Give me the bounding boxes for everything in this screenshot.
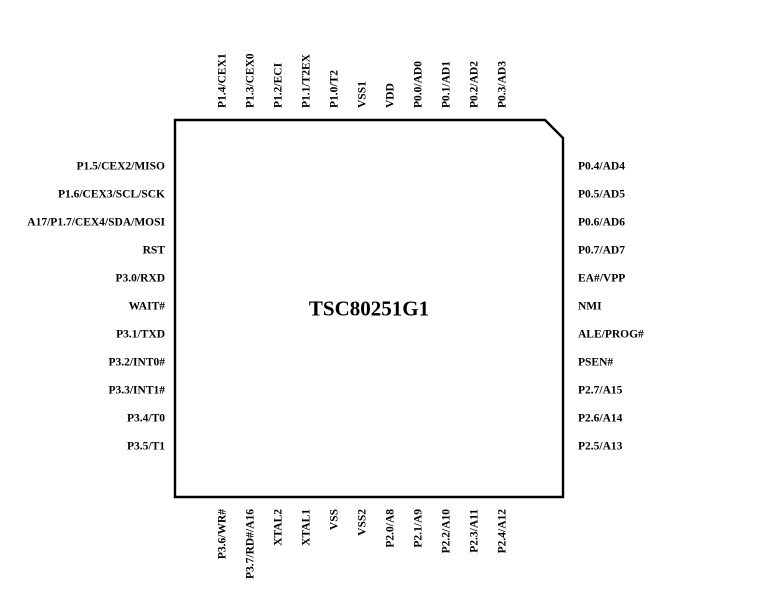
pin-label-bottom-9: P2.2/A10: [441, 509, 453, 554]
pin-label-right-6: NMI: [578, 301, 602, 313]
pin-label-left-10: P3.4/T0: [127, 413, 165, 425]
pin-label-right-8: PSEN#: [578, 357, 613, 369]
pin-label-bottom-1: P3.6/WR#: [217, 509, 229, 559]
pin-label-right-3: P0.6/AD6: [578, 217, 625, 229]
pin-label-right-11: P2.5/A13: [578, 441, 623, 453]
pin-label-bottom-3: XTAL2: [273, 509, 285, 546]
pin-label-bottom-5: VSS: [329, 509, 341, 530]
pin-label-top-5: P1.0/T2: [329, 70, 341, 108]
pin-label-right-5: EA#/VPP: [578, 273, 625, 285]
pin-label-top-1: P1.4/CEX1: [217, 53, 229, 108]
pin-label-right-4: P0.7/AD7: [578, 245, 625, 257]
pin-label-right-2: P0.5/AD5: [578, 189, 625, 201]
pin-label-top-7: VDD: [385, 83, 397, 108]
pin-label-left-5: P3.0/RXD: [115, 273, 165, 285]
pin-label-left-4: RST: [143, 245, 166, 257]
pin-label-top-10: P0.2/AD2: [469, 61, 481, 108]
pin-label-right-10: P2.6/A14: [578, 413, 623, 425]
pin-label-right-1: P0.4/AD4: [578, 161, 625, 173]
pin-label-right-7: ALE/PROG#: [578, 329, 644, 341]
pin-label-top-2: P1.3/CEX0: [245, 53, 257, 108]
bottom-label-group: P3.6/WR# P3.7/RD#/A16 XTAL2 XTAL1 VSS VSS2 P2.…: [217, 509, 509, 579]
pin-label-bottom-10: P2.3/A11: [469, 509, 481, 553]
pin-label-left-9: P3.3/INT1#: [108, 385, 165, 397]
pin-label-left-11: P3.5/T1: [127, 441, 165, 453]
left-label-group: P1.5/CEX2/MISO P1.6/CEX3/SCL/SCK A17/P1.7/…: [27, 161, 165, 453]
pin-label-left-7: P3.1/TXD: [116, 329, 165, 341]
pin-label-left-2: P1.6/CEX3/SCL/SCK: [58, 189, 165, 201]
pin-label-top-11: P0.3/AD3: [497, 61, 509, 108]
pin-label-bottom-7: P2.0/A8: [385, 509, 397, 548]
pin-label-bottom-2: P3.7/RD#/A16: [245, 509, 257, 579]
pin-label-right-9: P2.7/A15: [578, 385, 623, 397]
part-name-label: TSC80251G1: [309, 297, 429, 321]
pin-label-left-8: P3.2/INT0#: [108, 357, 165, 369]
pin-label-bottom-6: VSS2: [357, 509, 369, 536]
pin-label-top-8: P0.0/AD0: [413, 61, 425, 108]
pin-label-top-3: P1.2/ECI: [273, 62, 285, 108]
pin-label-left-3: A17/P1.7/CEX4/SDA/MOSI: [27, 217, 165, 229]
pin-label-top-4: P1.1/T2EX: [301, 53, 313, 108]
package-outline: [173, 118, 565, 499]
pin-label-top-6: VSS1: [357, 81, 369, 108]
pin-label-top-9: P0.1/AD1: [441, 61, 453, 108]
pin-label-bottom-4: XTAL1: [301, 509, 313, 546]
top-label-group: P1.4/CEX1 P1.3/CEX0 P1.2/ECI P1.1/T2EX P1.0/…: [217, 53, 509, 108]
pin-label-bottom-8: P2.1/A9: [413, 509, 425, 548]
pin-label-left-6: WAIT#: [129, 301, 166, 313]
pin-label-left-1: P1.5/CEX2/MISO: [77, 161, 166, 173]
pin-label-bottom-11: P2.4/A12: [497, 509, 509, 554]
